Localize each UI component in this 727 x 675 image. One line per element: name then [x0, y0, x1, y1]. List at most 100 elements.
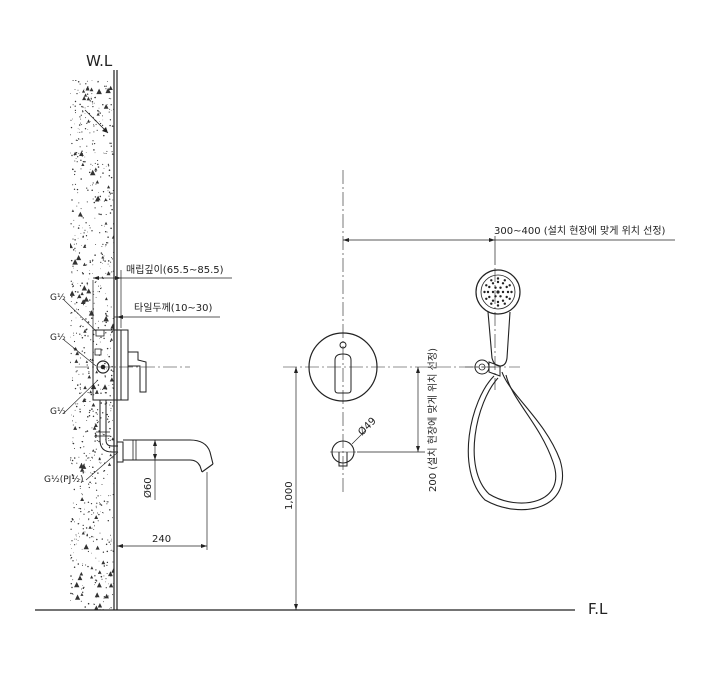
concrete-dot: [101, 276, 104, 278]
concrete-dot: [70, 528, 72, 530]
concrete-dot: [78, 253, 80, 254]
concrete-dot: [74, 387, 77, 390]
concrete-dot: [80, 388, 82, 390]
concrete-dot: [92, 182, 94, 184]
concrete-dot: [107, 438, 109, 439]
concrete-dot: [93, 142, 96, 145]
concrete-dot: [83, 232, 85, 234]
concrete-dot: [89, 260, 91, 262]
aggregate-chip: [90, 566, 94, 570]
concrete-dot: [79, 116, 81, 118]
concrete-dot: [81, 245, 83, 246]
concrete-dot: [87, 565, 89, 568]
concrete-dot: [70, 336, 72, 338]
concrete-dot: [72, 118, 73, 120]
concrete-dot: [81, 337, 84, 339]
concrete-dot: [74, 123, 75, 125]
concrete-dot: [101, 453, 103, 455]
concrete-dot: [72, 441, 73, 443]
concrete-dot: [79, 485, 81, 487]
concrete-dot: [82, 161, 85, 163]
concrete-dot: [73, 594, 74, 595]
concrete-dot: [110, 534, 111, 536]
concrete-dot: [88, 273, 91, 275]
concrete-dot: [79, 333, 81, 335]
concrete-dot: [71, 459, 74, 462]
concrete-dot: [102, 388, 104, 390]
concrete-dot: [86, 533, 88, 536]
concrete-dot: [81, 493, 83, 495]
concrete-dot: [95, 170, 97, 173]
concrete-dot: [78, 373, 80, 375]
concrete-dot: [93, 131, 95, 133]
concrete-dot: [93, 454, 95, 456]
concrete-dot: [110, 145, 112, 147]
concrete-dot: [81, 548, 83, 550]
concrete-dot: [77, 282, 79, 284]
concrete-dot: [82, 494, 83, 496]
concrete-dot: [84, 502, 86, 504]
aggregate-chip: [85, 360, 89, 363]
concrete-dot: [85, 527, 88, 529]
concrete-dot: [77, 539, 79, 541]
concrete-dot: [82, 563, 84, 565]
vertical-offset-dimension: [357, 367, 425, 453]
concrete-dot: [80, 178, 82, 180]
aggregate-chip: [71, 209, 75, 212]
concrete-dot: [89, 100, 91, 102]
concrete-dot: [107, 500, 109, 503]
aggregate-chip: [103, 315, 109, 322]
thread-leader-pj: [85, 451, 119, 481]
concrete-dot: [106, 153, 108, 154]
concrete-dot: [94, 440, 96, 442]
thread-leader-top: [63, 299, 97, 332]
concrete-dot: [100, 388, 101, 390]
concrete-dot: [72, 332, 74, 334]
concrete-dot: [91, 230, 93, 232]
concrete-dot: [94, 207, 96, 209]
spout-length-label: 240: [152, 534, 171, 545]
concrete-dot: [84, 334, 86, 337]
concrete-dot: [104, 392, 107, 394]
concrete-dot: [78, 456, 80, 458]
concrete-dot: [91, 259, 94, 261]
concrete-dot: [74, 520, 75, 522]
concrete-dot: [89, 481, 91, 484]
concrete-dot: [77, 298, 78, 299]
concrete-dot: [111, 192, 113, 195]
concrete-dot: [86, 534, 88, 537]
front-spout: [330, 440, 356, 467]
concrete-dot: [71, 283, 74, 285]
concrete-dot: [80, 168, 82, 170]
nozzle-dot: [496, 277, 500, 280]
concrete-dot: [87, 129, 89, 130]
concrete-dot: [112, 318, 114, 320]
concrete-dot: [80, 510, 82, 513]
concrete-dot: [91, 408, 93, 410]
concrete-dot: [82, 435, 84, 437]
nozzle-dot: [490, 302, 493, 305]
concrete-dot: [101, 206, 103, 208]
concrete-dot: [105, 321, 107, 324]
concrete-dot: [107, 416, 110, 418]
concrete-dot: [103, 565, 106, 567]
concrete-dot: [92, 198, 94, 200]
concrete-dot: [110, 176, 113, 179]
aggregate-chip: [83, 385, 87, 390]
concrete-dot: [110, 401, 112, 404]
concrete-dot: [82, 227, 83, 229]
aggregate-chip: [83, 329, 87, 333]
wall-line-label: W.L: [86, 52, 113, 70]
aggregate-chip: [82, 96, 87, 101]
concrete-dot: [103, 470, 105, 472]
concrete-dot: [70, 520, 73, 523]
concrete-dot: [102, 321, 104, 323]
concrete-dot: [88, 171, 91, 174]
concrete-dot: [100, 504, 103, 506]
aggregate-chip: [86, 86, 90, 90]
concrete-dot: [111, 538, 112, 540]
concrete-dot: [86, 239, 88, 240]
concrete-dot: [109, 439, 111, 441]
concrete-dot: [106, 503, 108, 505]
concrete-dot: [112, 199, 114, 201]
